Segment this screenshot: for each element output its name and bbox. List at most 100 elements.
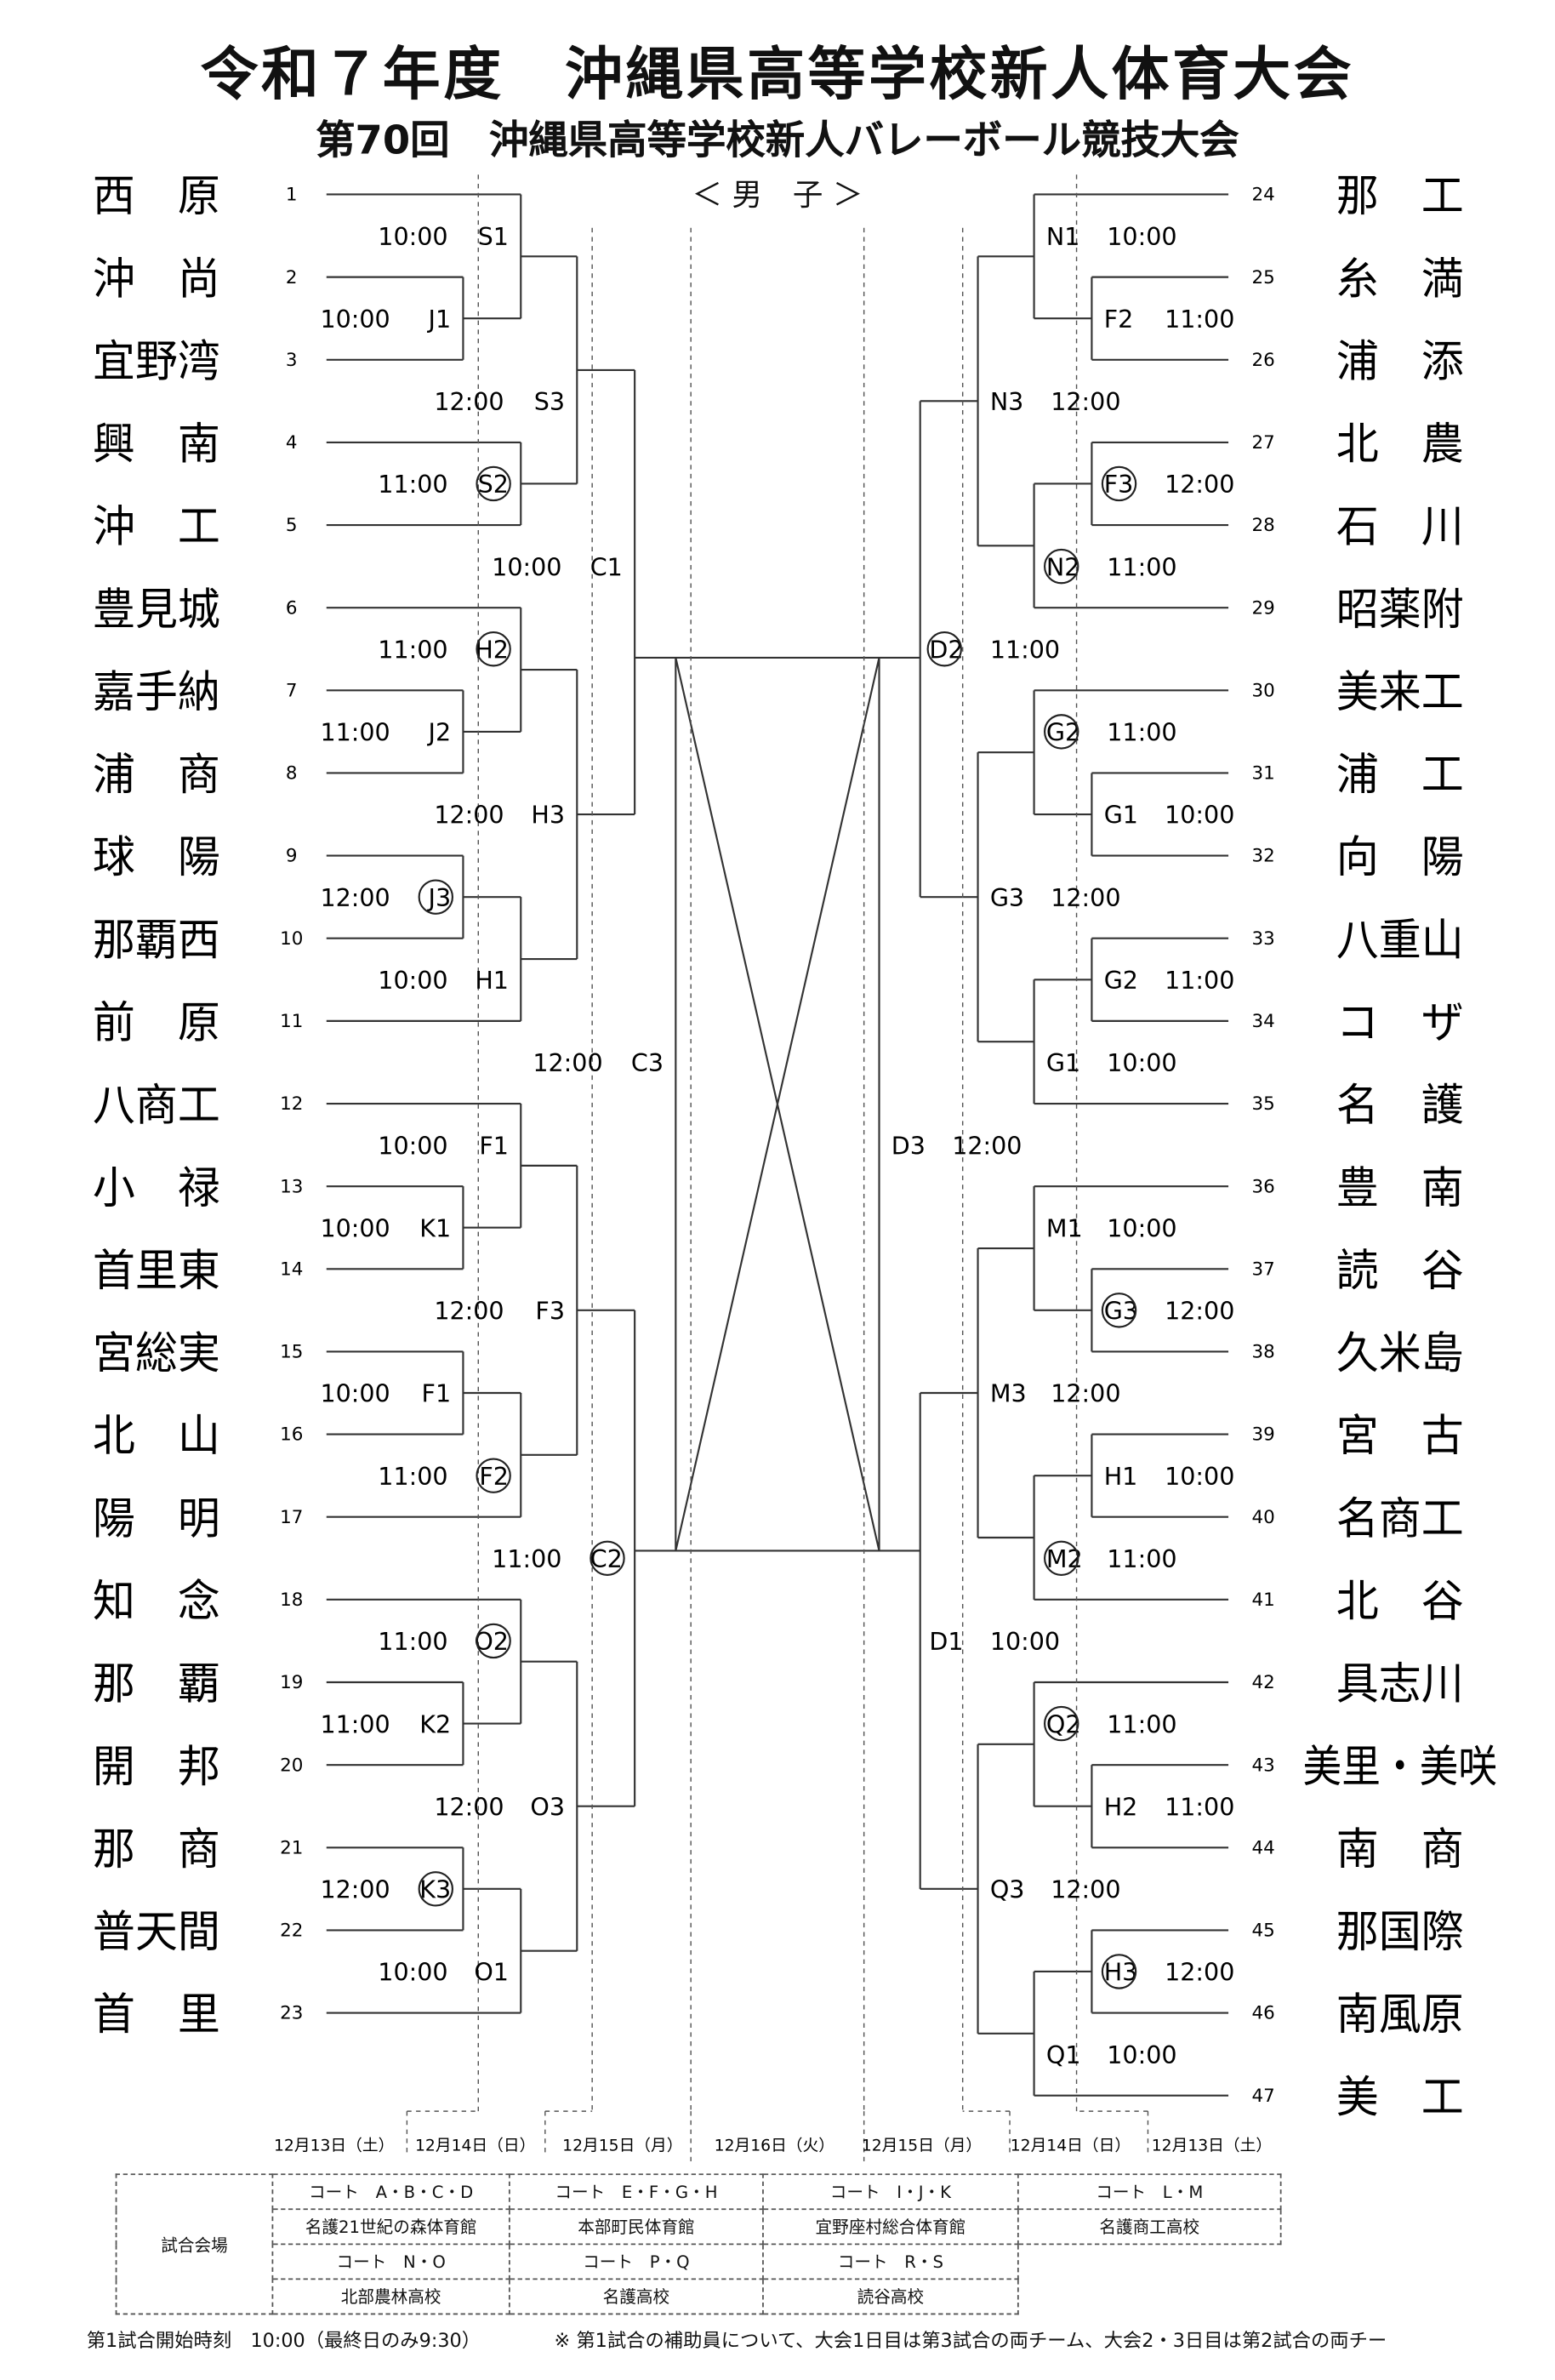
team-seed-number: 17 [280, 1507, 303, 1528]
match-time: 10:00 [320, 305, 390, 334]
team-seed-number: 42 [1251, 1672, 1274, 1693]
hall-cell: 名護高校 [508, 2278, 764, 2315]
team-seed-number: 7 [286, 680, 298, 701]
match-code: J1 [427, 305, 452, 334]
team-name: 前 原 [93, 998, 220, 1049]
hall-cell: 宜野座村総合体育館 [762, 2208, 1019, 2246]
match-code: K2 [419, 1709, 451, 1738]
team-seed-number: 41 [1251, 1590, 1274, 1611]
team-name: 北 山 [93, 1411, 220, 1462]
team-seed-number: 39 [1251, 1424, 1274, 1446]
team-name: 名商工 [1336, 1493, 1464, 1544]
team-name: 具志川 [1336, 1659, 1464, 1710]
circled-marker-icon [1044, 714, 1079, 750]
team-name: 美来工 [1336, 667, 1464, 718]
circled-marker-icon [1044, 1705, 1079, 1742]
match-time: 10:00 [990, 1627, 1060, 1656]
team-seed-number: 31 [1251, 763, 1274, 785]
team-seed-number: 33 [1251, 928, 1274, 950]
match-date: 12月15日（月） [862, 2137, 982, 2155]
match-time: 10:00 [320, 1213, 390, 1242]
team-name: 球 陽 [93, 832, 220, 883]
team-seed-number: 38 [1251, 1342, 1274, 1363]
match-code: F3 [1104, 470, 1134, 499]
team-name: 昭薬附 [1336, 585, 1464, 636]
team-name: 浦 工 [1336, 750, 1464, 801]
team-seed-number: 27 [1251, 432, 1274, 454]
circled-marker-icon [476, 631, 511, 667]
hall-cell: 名護商工高校 [1017, 2208, 1282, 2246]
team-seed-number: 23 [280, 2003, 303, 2024]
match-time: 10:00 [378, 222, 447, 251]
team-name: 那 覇 [93, 1659, 220, 1710]
team-seed-number: 18 [280, 1590, 303, 1611]
team-name: 読 谷 [1336, 1246, 1464, 1297]
team-seed-number: 3 [286, 350, 298, 371]
team-name: 開 邦 [93, 1742, 220, 1793]
court-cell: コート L・M [1017, 2173, 1282, 2211]
match-time: 12:00 [952, 1131, 1022, 1160]
team-seed-number: 13 [280, 1176, 303, 1197]
match-code: S2 [478, 470, 509, 499]
match-time: 12:00 [434, 387, 504, 416]
match-code: H1 [1104, 1462, 1138, 1491]
team-seed-number: 21 [280, 1837, 303, 1858]
team-name: 美里・美咲 [1303, 1742, 1497, 1793]
match-time: 12:00 [434, 801, 504, 830]
match-code: H3 [531, 801, 565, 830]
team-name: 美 工 [1336, 2072, 1464, 2123]
match-code: G1 [1046, 1048, 1080, 1077]
match-date: 12月16日（火） [715, 2137, 834, 2155]
court-cell: コート P・Q [508, 2243, 764, 2280]
team-seed-number: 8 [286, 763, 298, 785]
team-seed-number: 34 [1251, 1011, 1274, 1032]
court-cell: コート A・B・C・D [271, 2173, 510, 2211]
court-cell: コート N・O [271, 2243, 510, 2280]
match-code: F3 [535, 1297, 565, 1326]
team-name: 那 商 [93, 1824, 220, 1875]
match-time: 12:00 [1051, 883, 1120, 912]
match-code: S1 [478, 222, 509, 251]
match-time: 10:00 [1107, 1048, 1176, 1077]
team-name: 陽 明 [93, 1493, 220, 1544]
match-time: 10:00 [1107, 1213, 1176, 1242]
team-seed-number: 29 [1251, 597, 1274, 619]
match-date: 12月13日（土） [274, 2137, 394, 2155]
match-code: G2 [1104, 966, 1138, 995]
team-name: 北 農 [1336, 419, 1464, 471]
team-name: 北 谷 [1336, 1576, 1464, 1627]
team-name: 宮 古 [1336, 1411, 1464, 1462]
team-seed-number: 5 [286, 515, 298, 536]
match-code: S3 [534, 387, 565, 416]
match-time: 11:00 [320, 718, 390, 747]
court-cell: コート I・J・K [762, 2173, 1019, 2211]
match-time: 10:00 [1165, 801, 1234, 830]
match-date: 12月15日（月） [562, 2137, 682, 2155]
team-name: 久米島 [1336, 1328, 1464, 1379]
venue-label: 試合会場 [115, 2173, 274, 2315]
page-title: 令和７年度 沖縄県高等学校新人体育大会 [200, 41, 1355, 108]
team-name: コ ザ [1336, 998, 1464, 1049]
team-seed-number: 10 [280, 928, 303, 950]
match-code: O3 [530, 1792, 565, 1821]
match-code: Q1 [1046, 2040, 1081, 2069]
match-time: 12:00 [434, 1297, 504, 1326]
team-seed-number: 35 [1251, 1093, 1274, 1115]
match-time: 12:00 [1165, 470, 1234, 499]
circled-marker-icon [926, 631, 962, 667]
team-seed-number: 6 [286, 597, 298, 619]
match-time: 11:00 [378, 470, 447, 499]
team-seed-number: 19 [280, 1672, 303, 1693]
team-name: 興 南 [93, 419, 220, 471]
match-time: 12:00 [1051, 1875, 1120, 1904]
center-diagonal [675, 657, 880, 1551]
match-time: 10:00 [1165, 1462, 1234, 1491]
match-code: G1 [1104, 801, 1138, 830]
match-code: M1 [1046, 1213, 1083, 1242]
team-seed-number: 43 [1251, 1755, 1274, 1776]
match-code: C3 [631, 1048, 664, 1077]
match-time: 10:00 [1107, 222, 1176, 251]
team-name: 浦 商 [93, 750, 220, 801]
match-code: O1 [474, 1958, 509, 1987]
